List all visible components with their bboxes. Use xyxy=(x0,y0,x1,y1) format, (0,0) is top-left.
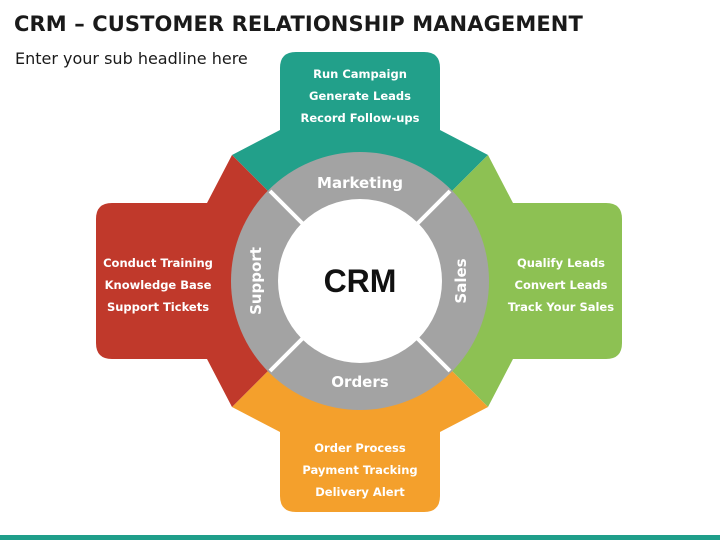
page-title: CRM – CUSTOMER RELATIONSHIP MANAGEMENT xyxy=(14,12,583,36)
support-segment xyxy=(96,155,268,407)
orders-arm xyxy=(232,371,488,512)
marketing-item: Generate Leads xyxy=(309,89,411,103)
support-item: Conduct Training xyxy=(103,256,213,270)
marketing-segment xyxy=(232,52,488,191)
sales-segment xyxy=(452,155,622,407)
footer-bar xyxy=(0,535,720,540)
sales-item: Qualify Leads xyxy=(517,256,605,270)
sales-label: Sales xyxy=(452,258,470,303)
center-circle xyxy=(278,199,442,363)
support-arm xyxy=(96,155,268,407)
marketing-label: Marketing xyxy=(317,174,403,192)
marketing-arm xyxy=(232,52,488,191)
orders-item: Order Process xyxy=(314,441,406,455)
sales-arm xyxy=(452,155,622,407)
support-label: Support xyxy=(247,247,265,315)
sales-item: Convert Leads xyxy=(515,278,608,292)
orders-segment xyxy=(232,371,488,512)
support-item: Support Tickets xyxy=(107,300,209,314)
page-subtitle: Enter your sub headline here xyxy=(15,49,248,68)
orders-item: Delivery Alert xyxy=(315,485,405,499)
center-label: CRM xyxy=(324,263,397,299)
orders-item: Payment Tracking xyxy=(302,463,417,477)
sales-item: Track Your Sales xyxy=(508,300,614,314)
marketing-item: Run Campaign xyxy=(313,67,407,81)
support-item: Knowledge Base xyxy=(105,278,212,292)
marketing-item: Record Follow-ups xyxy=(300,111,419,125)
orders-label: Orders xyxy=(331,373,388,391)
